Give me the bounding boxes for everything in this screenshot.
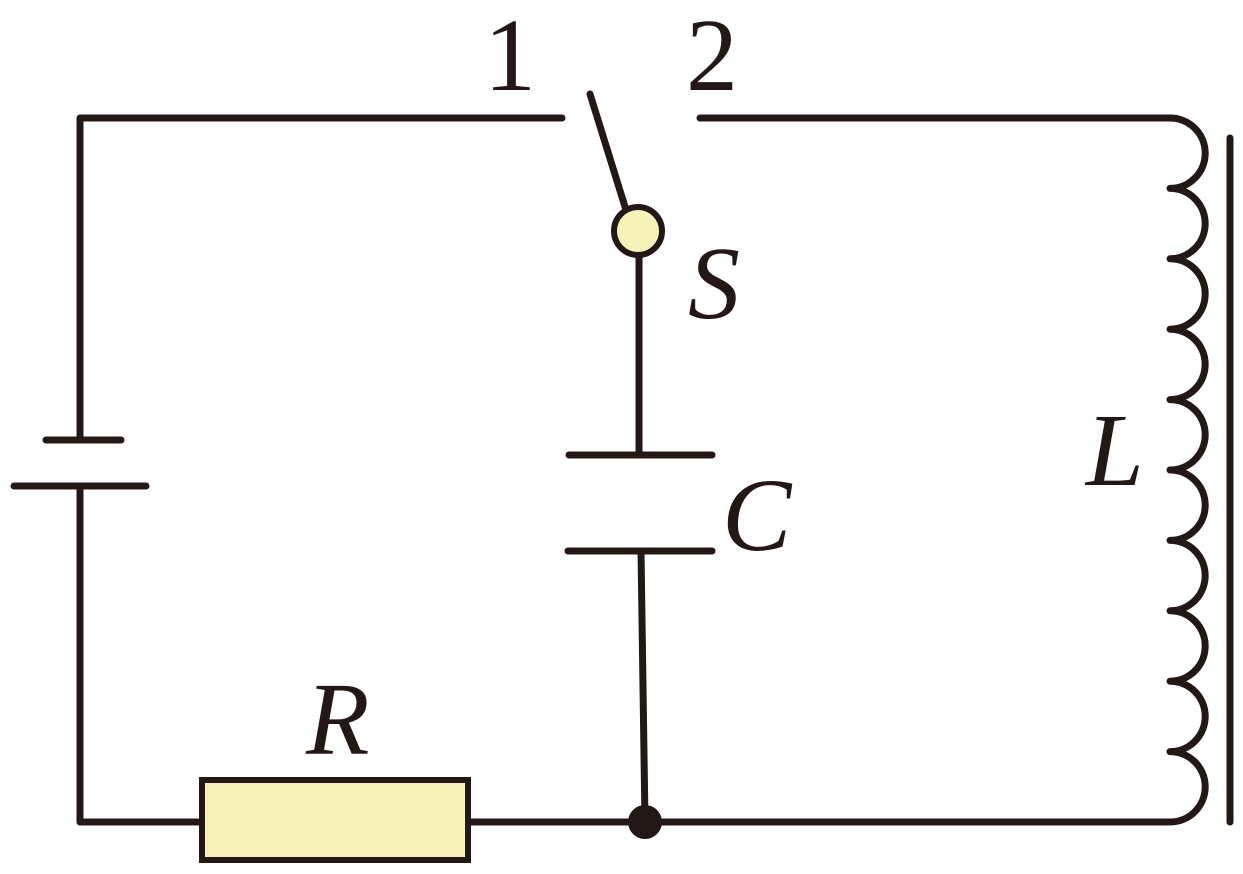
inductor-label: L xyxy=(1084,393,1144,508)
wire-capacitor-junction xyxy=(637,547,649,826)
wire-top-left xyxy=(76,114,566,444)
junction-node xyxy=(628,805,662,839)
switch-blade xyxy=(586,90,630,214)
switch-S xyxy=(586,90,665,258)
switch-label: S xyxy=(688,226,740,341)
switch-terminal-2-label: 2 xyxy=(686,0,738,113)
battery-icon xyxy=(10,436,150,490)
resistor-label: R xyxy=(305,662,370,777)
switch-terminal-1-label: 1 xyxy=(484,0,536,113)
switch-pivot-icon xyxy=(611,204,665,258)
resistor-R xyxy=(199,777,471,863)
capacitor-C xyxy=(564,451,716,555)
inductor-L xyxy=(1166,114,1234,826)
inductor-coil xyxy=(1166,114,1209,826)
capacitor-label: C xyxy=(722,458,793,573)
wire-left-bottom xyxy=(76,482,206,826)
